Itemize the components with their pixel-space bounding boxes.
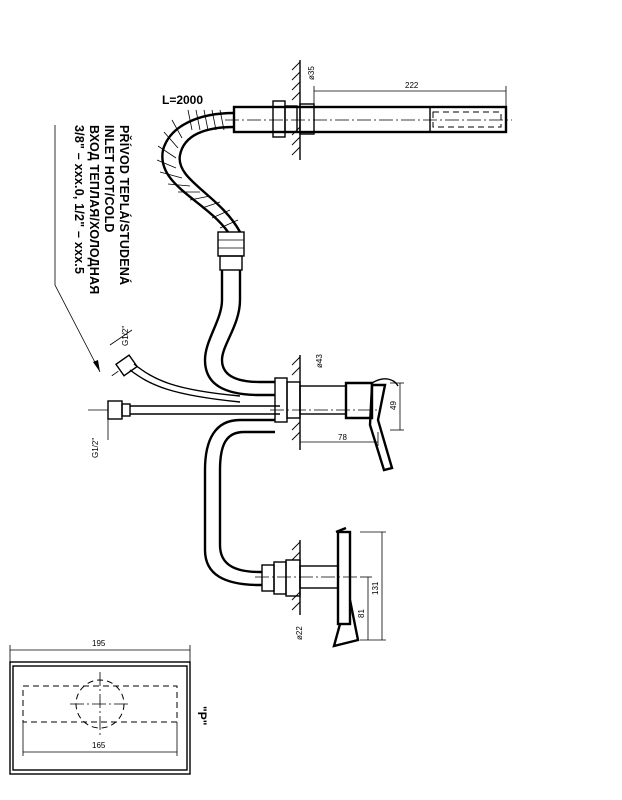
upper-pipe	[203, 270, 275, 397]
inlet-label-line1: PŘÍVOD TEPLÁ/STUDENÁ	[117, 125, 132, 285]
dim-d43: ø43	[315, 354, 324, 368]
dim-131: 131	[371, 581, 380, 595]
thread-lower: G1/2"	[91, 438, 100, 458]
dim-d35: ø35	[307, 66, 316, 80]
dim-222: 222	[405, 81, 419, 90]
lower-pipe	[203, 418, 287, 595]
dim-195: 195	[92, 639, 106, 648]
inlet-label-line3: ВХОД ТЕПЛАЯ/ХОЛОДНАЯ	[87, 125, 101, 294]
hose-length-label: L=2000	[162, 93, 203, 107]
cover-plate: 195 165 "P"	[9, 639, 209, 775]
diverter: 131 81 ø22	[255, 526, 386, 648]
dim-d22: ø22	[295, 626, 304, 640]
dim-81: 81	[357, 609, 366, 618]
mixer-body: 49 78 ø43	[270, 354, 404, 472]
inlet-label-line2: INLET HOT/COLD	[102, 125, 116, 233]
inlet-leader	[54, 125, 101, 373]
inlet-label: PŘÍVOD TEPLÁ/STUDENÁ INLET HOT/COLD ВХОД…	[72, 125, 132, 294]
dim-165: 165	[92, 741, 106, 750]
dim-78: 78	[338, 433, 347, 442]
plate-label: "P"	[195, 706, 209, 725]
inlet-label-line4: 3/8" – xxx.0, 1/2" – xxx.5	[72, 125, 86, 274]
shower-hose: L=2000	[156, 93, 245, 271]
thread-upper: G1/2"	[121, 326, 130, 346]
dim-49: 49	[389, 401, 398, 410]
hand-shower: 222 ø35	[225, 60, 512, 160]
inlet-connectors: G1/2" G1/2"	[88, 326, 280, 458]
